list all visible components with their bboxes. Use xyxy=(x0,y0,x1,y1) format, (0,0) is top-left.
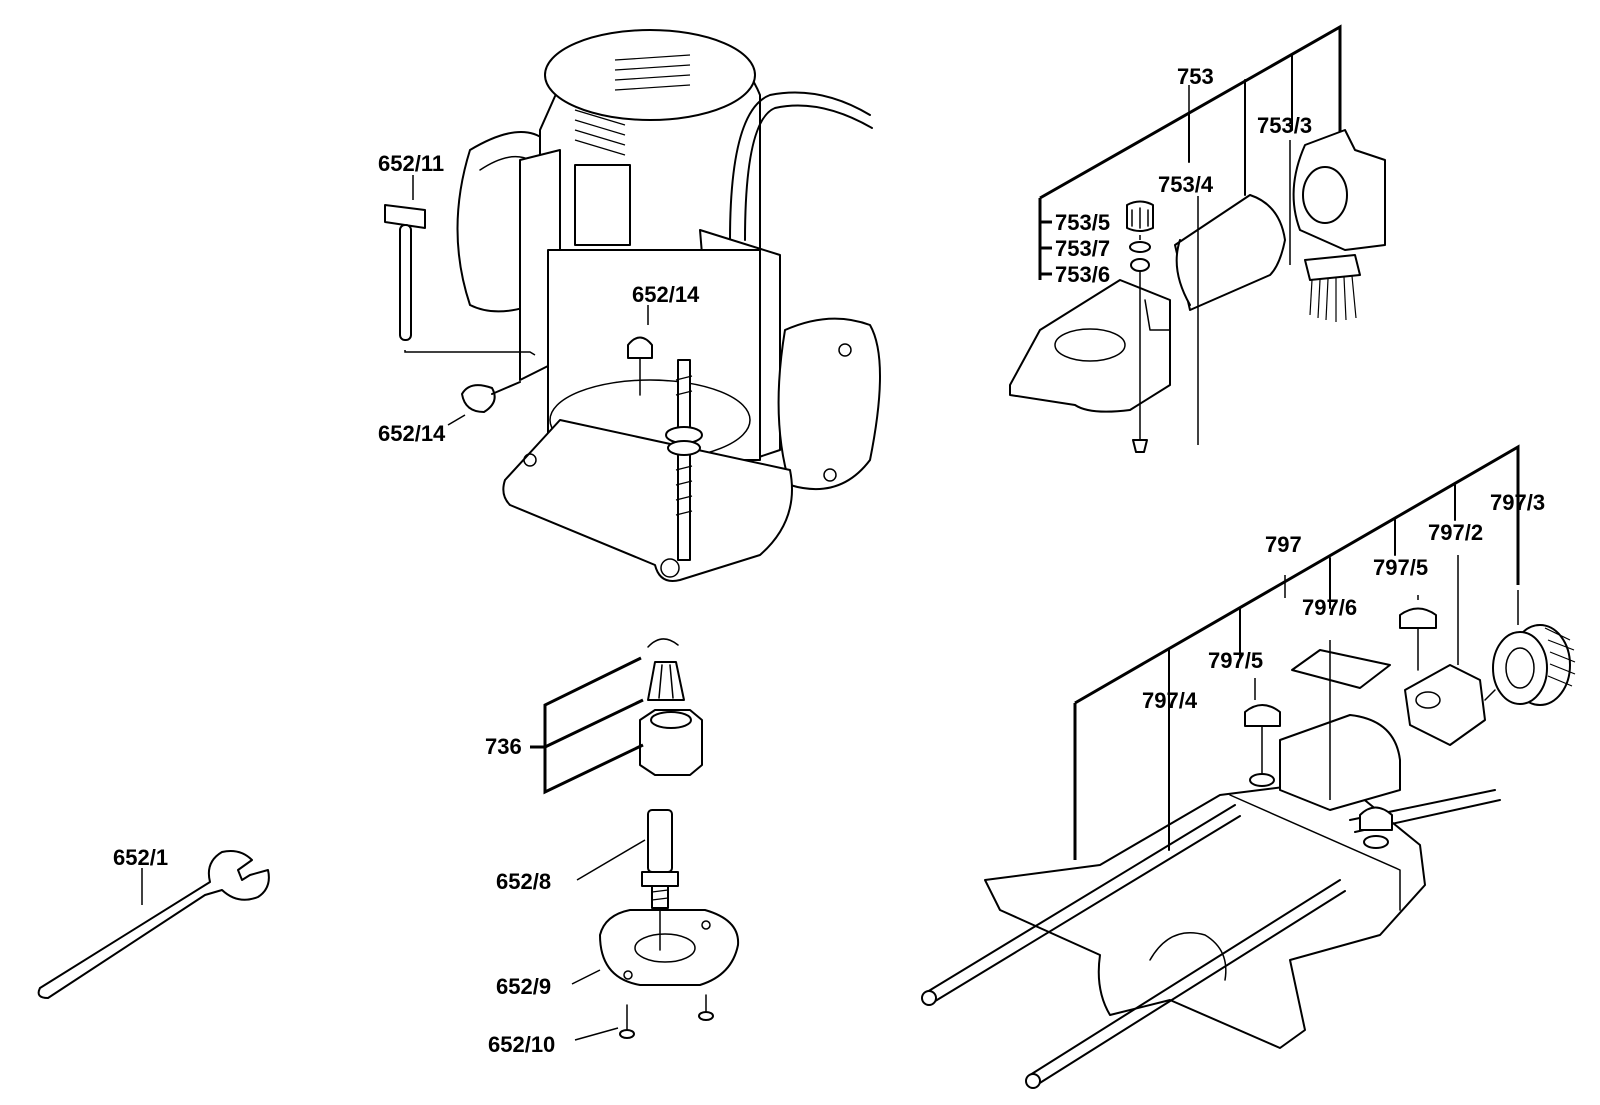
label-652-1: 652/1 xyxy=(113,845,168,870)
label-797-5-upper: 797/5 xyxy=(1373,555,1428,580)
label-652-8: 652/8 xyxy=(496,869,551,894)
dust-extraction-assembly xyxy=(1009,129,1386,453)
label-797-6: 797/6 xyxy=(1302,595,1357,620)
label-753-5: 753/5 xyxy=(1055,210,1110,235)
label-652-9: 652/9 xyxy=(496,974,551,999)
collet-assembly xyxy=(639,638,703,776)
label-797-3: 797/3 xyxy=(1490,490,1545,515)
label-797-4: 797/4 xyxy=(1142,688,1198,713)
label-753: 753 xyxy=(1177,64,1214,89)
router-body xyxy=(384,29,881,582)
label-797-5-lower: 797/5 xyxy=(1208,648,1263,673)
wrench-652-1 xyxy=(37,850,270,999)
label-797-2: 797/2 xyxy=(1428,520,1483,545)
label-736: 736 xyxy=(485,734,522,759)
label-797: 797 xyxy=(1265,532,1302,557)
label-753-6: 753/6 xyxy=(1055,262,1110,287)
parallel-guide-assembly xyxy=(921,607,1576,1089)
label-652-11: 652/11 xyxy=(378,151,444,176)
template-guide-assembly xyxy=(599,809,740,1039)
label-652-14-top: 652/14 xyxy=(632,282,700,307)
label-753-7: 753/7 xyxy=(1055,236,1110,261)
label-652-10: 652/10 xyxy=(488,1032,555,1057)
label-652-14-left: 652/14 xyxy=(378,421,446,446)
label-753-3: 753/3 xyxy=(1257,113,1312,138)
label-753-4: 753/4 xyxy=(1158,172,1214,197)
